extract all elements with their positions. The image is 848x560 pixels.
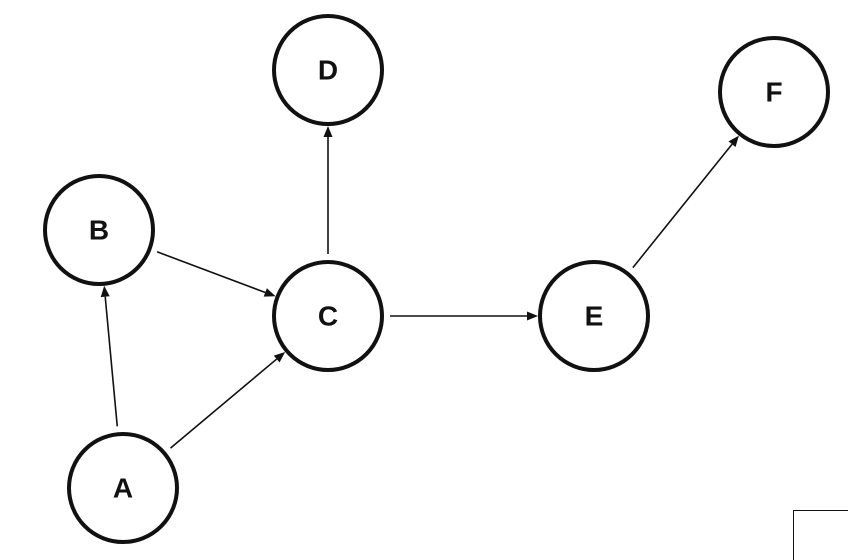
node-label: C — [318, 300, 338, 331]
edge-c-d — [323, 126, 333, 254]
node-d: D — [272, 14, 384, 126]
node-circle — [538, 260, 650, 372]
arrow-head-icon — [100, 285, 110, 298]
node-a: A — [67, 432, 179, 544]
node-b: B — [43, 174, 155, 286]
node-circle — [67, 432, 179, 544]
arrow-head-icon — [728, 135, 739, 148]
arrow-head-icon — [527, 311, 538, 321]
node-e: E — [538, 260, 650, 372]
edge-e-f — [632, 135, 739, 269]
node-f: F — [718, 36, 830, 148]
node-circle — [43, 174, 155, 286]
arrow-head-icon — [323, 126, 333, 137]
arrow-head-icon — [263, 288, 276, 297]
corner-frame — [793, 510, 848, 560]
node-c: C — [272, 260, 384, 372]
edges-layer — [100, 126, 739, 449]
edge-a-c — [169, 351, 286, 449]
node-circle — [272, 260, 384, 372]
edge-line — [632, 143, 733, 269]
edge-line — [156, 251, 266, 294]
node-label: B — [89, 214, 109, 245]
edge-line — [169, 358, 278, 449]
nodes-layer: A B C D E F — [43, 14, 830, 544]
edge-a-b — [100, 285, 119, 427]
node-label: F — [765, 76, 782, 107]
node-label: A — [113, 472, 133, 503]
edge-b-c — [156, 251, 276, 297]
edge-line — [104, 296, 119, 427]
node-label: E — [585, 300, 604, 331]
node-circle — [272, 14, 384, 126]
edge-c-e — [390, 311, 538, 321]
node-label: D — [318, 54, 338, 85]
node-circle — [718, 36, 830, 148]
arrow-head-icon — [273, 351, 286, 363]
